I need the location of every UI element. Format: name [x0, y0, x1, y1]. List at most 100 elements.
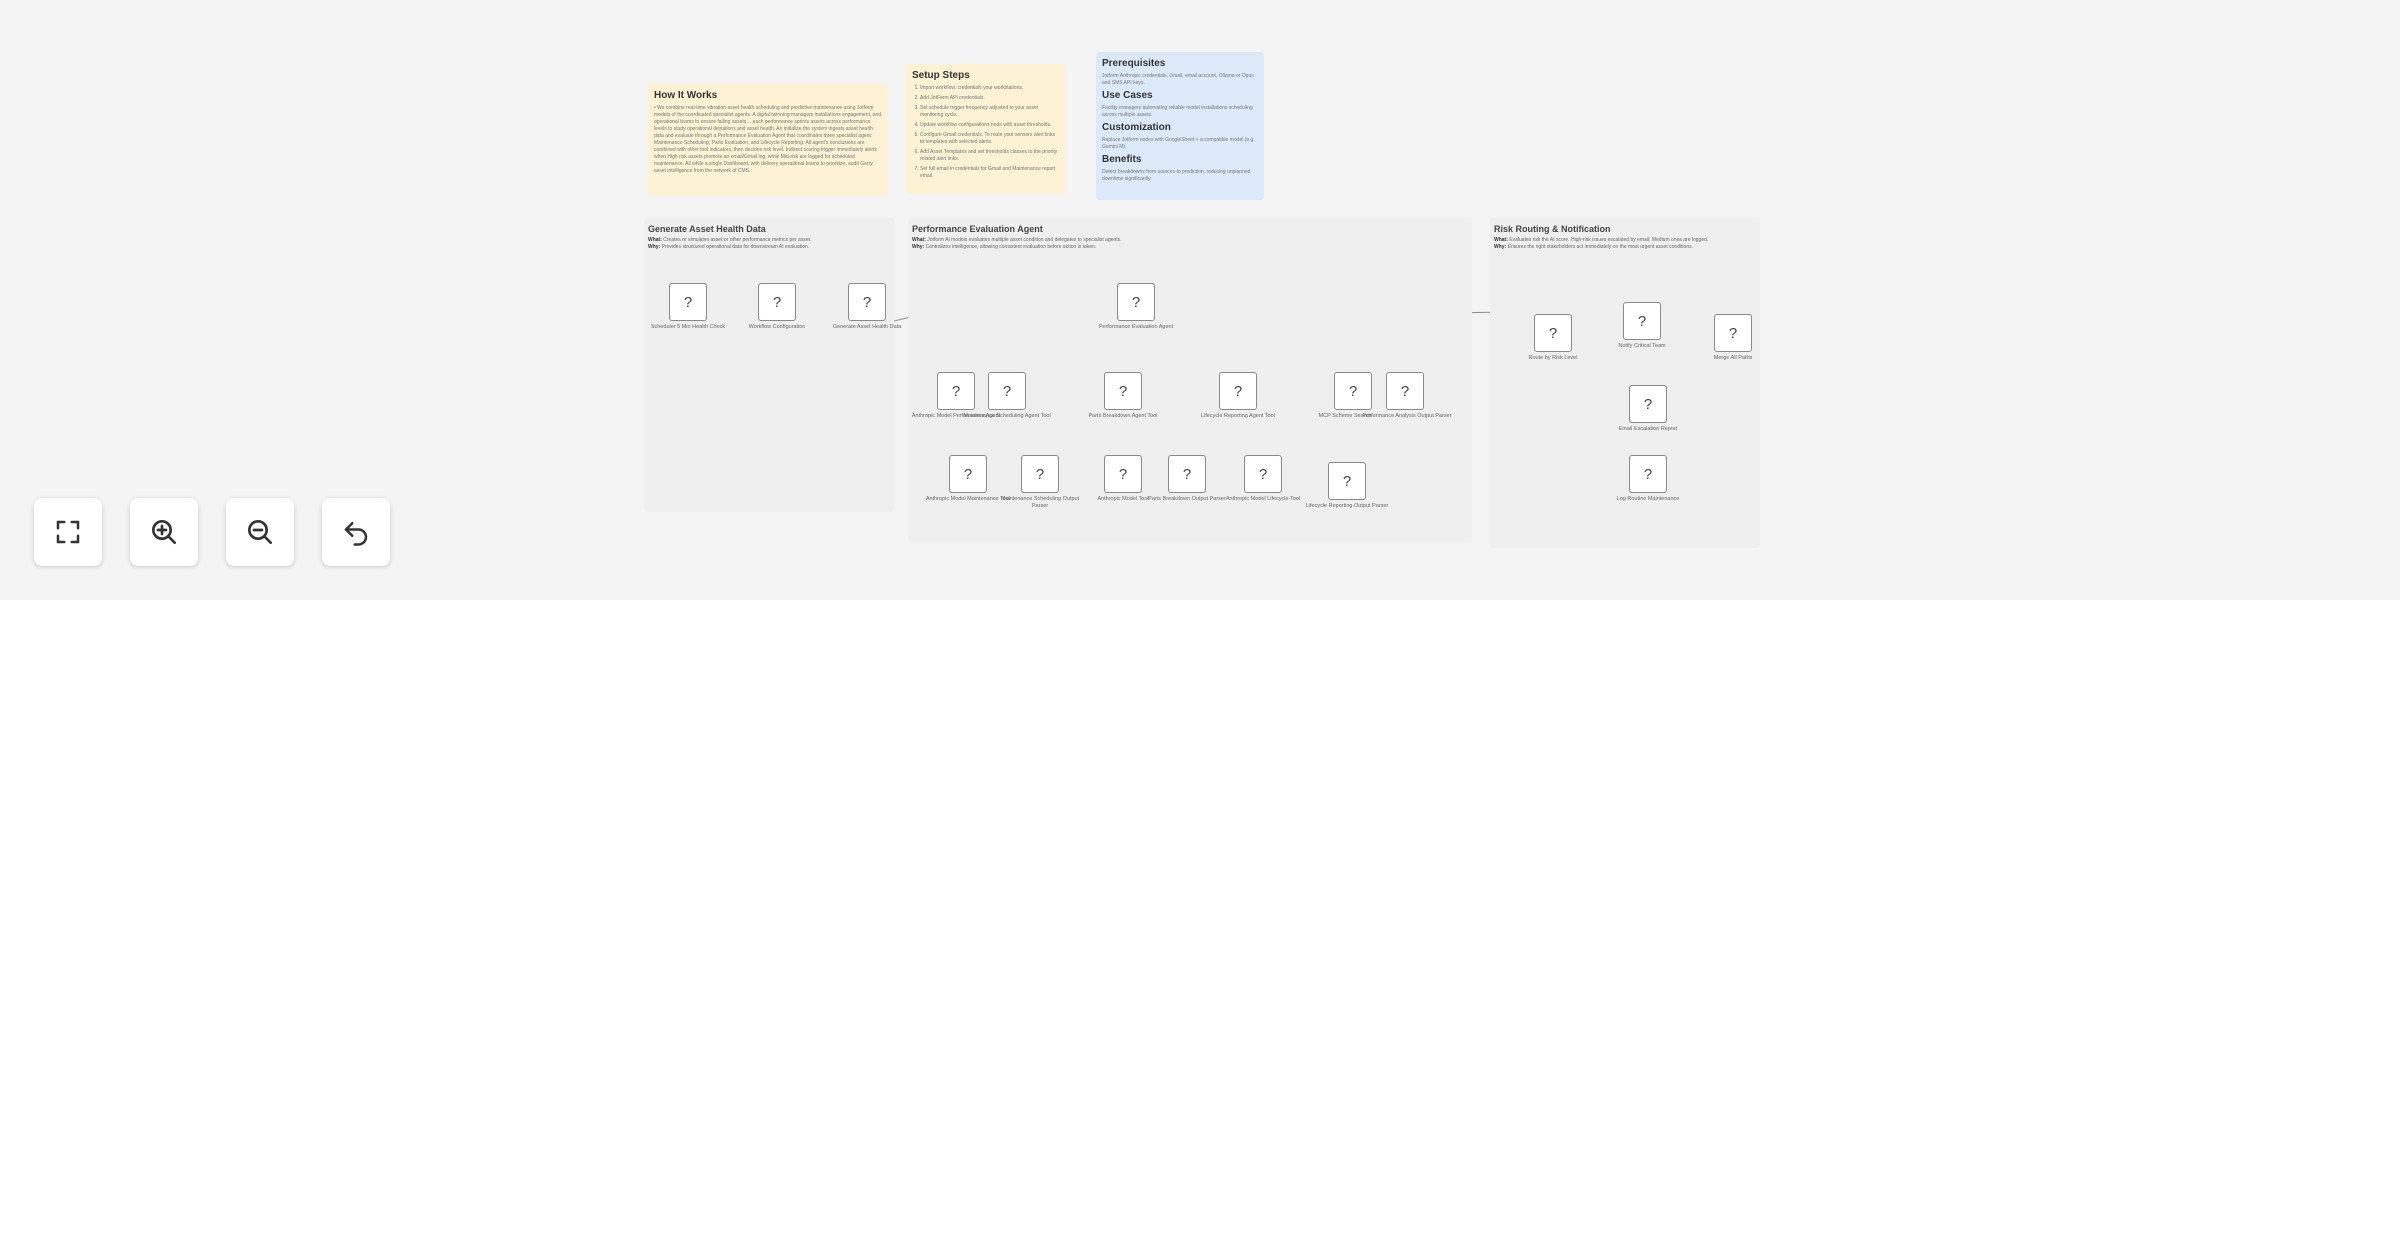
group-why: Why: Provides structured operational dat…	[648, 244, 890, 251]
node-label: Anthropic Model Maintenance Tool	[925, 496, 1011, 502]
node-label: Anthropic Model Lifecycle Tool	[1225, 496, 1301, 502]
why-text: Provides structured operational data for…	[661, 244, 810, 250]
what-text: Jotform AI models evaluates multiple ass…	[927, 237, 1122, 243]
note-title: Setup Steps	[912, 70, 970, 81]
unknown-node-icon: ?	[1728, 324, 1738, 342]
node-lifecycle-output-parser[interactable]: ?	[1328, 462, 1366, 500]
group-why: Why: Ensures the right stakeholders act …	[1494, 244, 1756, 251]
unknown-node-icon: ?	[1637, 312, 1647, 330]
benefits-title: Benefits	[1102, 154, 1142, 165]
fit-view-button[interactable]	[34, 498, 102, 566]
unknown-node-icon: ?	[963, 465, 973, 483]
unknown-node-icon: ?	[1400, 382, 1410, 400]
node-anthropic-maintenance[interactable]: ?	[949, 455, 987, 493]
node-label: Notify Critical Team	[1618, 343, 1666, 349]
node-anthropic-performance[interactable]: ?	[937, 372, 975, 410]
group-risk-routing[interactable]: Risk Routing & Notification What: Evalua…	[1490, 218, 1760, 548]
use-cases-body: Facility managers automating reliable mo…	[1102, 105, 1253, 118]
node-scheduler[interactable]: ?	[669, 283, 707, 321]
what-label: What:	[912, 237, 926, 243]
node-label: Lifecycle Reporting Agent Tool	[1201, 413, 1275, 419]
unknown-node-icon: ?	[1131, 293, 1141, 311]
zoom-out-icon	[248, 520, 272, 544]
note-title: How It Works	[654, 90, 718, 101]
unknown-node-icon: ?	[1258, 465, 1268, 483]
group-why: Why: Centralizes intelligence, allowing …	[912, 244, 1468, 251]
node-label: Scheduler 5 Min Health Check	[650, 324, 726, 330]
unknown-node-icon: ?	[683, 293, 693, 311]
node-label: Log Routine Maintenance	[1616, 496, 1680, 502]
note-how-it-works[interactable]: How It Works • We combine real-time vibr…	[648, 84, 888, 196]
setup-step: Configure Gmail credentials. To route yo…	[920, 132, 1060, 146]
node-performance-agent[interactable]: ?	[1117, 283, 1155, 321]
zoom-out-button[interactable]	[226, 498, 294, 566]
node-workflow-config[interactable]: ?	[758, 283, 796, 321]
node-label: Lifecycle Reporting Output Parser	[1305, 503, 1389, 509]
why-label: Why:	[1494, 244, 1507, 250]
node-label: Route by Risk Level	[1528, 355, 1578, 361]
setup-step: Set schedule trigger frequency adjusted …	[920, 105, 1060, 119]
undo-icon	[344, 522, 368, 546]
group-what: What: Creates or simulates asset or othe…	[648, 237, 890, 244]
group-what: What: Evaluates risk the AI score. High-…	[1494, 237, 1756, 244]
zoom-in-button[interactable]	[130, 498, 198, 566]
prerequisites-title: Prerequisites	[1102, 58, 1166, 69]
note-info[interactable]: Prerequisites Jotform Anthropic credenti…	[1096, 52, 1264, 200]
customization-title: Customization	[1102, 122, 1171, 133]
node-performance-output-parser[interactable]: ?	[1386, 372, 1424, 410]
node-anthropic-lifecycle[interactable]: ?	[1244, 455, 1282, 493]
unknown-node-icon: ?	[1643, 395, 1653, 413]
node-notify-critical-team[interactable]: ?	[1623, 302, 1661, 340]
node-parts-output-parser[interactable]: ?	[1168, 455, 1206, 493]
workflow-canvas[interactable]: How It Works • We combine real-time vibr…	[0, 0, 2400, 600]
node-label: Email Escalation Report	[1618, 426, 1678, 432]
node-parts-breakdown-tool[interactable]: ?	[1104, 372, 1142, 410]
node-lifecycle-reporting-tool[interactable]: ?	[1219, 372, 1257, 410]
node-log-routine-maintenance[interactable]: ?	[1629, 455, 1667, 493]
group-generate-asset-health[interactable]: Generate Asset Health Data What: Creates…	[644, 218, 894, 512]
what-label: What:	[648, 237, 662, 243]
unknown-node-icon: ?	[1182, 465, 1192, 483]
unknown-node-icon: ?	[1342, 472, 1352, 490]
unknown-node-icon: ?	[1233, 382, 1243, 400]
unknown-node-icon: ?	[1643, 465, 1653, 483]
node-label: Maintenance Scheduling Output Parser	[1000, 496, 1080, 509]
node-label: Performance Analysis Output Parser	[1362, 413, 1452, 419]
setup-steps-list: Import workflow, credentials your workst…	[912, 85, 1060, 180]
node-label: Parts Breakdown Agent Tool	[1088, 413, 1158, 419]
unknown-node-icon: ?	[772, 293, 782, 311]
unknown-node-icon: ?	[1548, 324, 1558, 342]
node-label: Performance Evaluation Agent	[1098, 324, 1174, 330]
unknown-node-icon: ?	[951, 382, 961, 400]
setup-step: Add JotForm API credentials.	[920, 95, 1060, 102]
node-generate-data[interactable]: ?	[848, 283, 886, 321]
group-what: What: Jotform AI models evaluates multip…	[912, 237, 1468, 244]
node-mcp-scheme-search[interactable]: ?	[1334, 372, 1372, 410]
zoom-in-icon	[152, 520, 176, 544]
what-text: Creates or simulates asset or other perf…	[663, 237, 812, 243]
undo-button[interactable]	[322, 498, 390, 566]
unknown-node-icon: ?	[1118, 465, 1128, 483]
node-maintenance-output-parser[interactable]: ?	[1021, 455, 1059, 493]
group-title: Performance Evaluation Agent	[912, 224, 1043, 234]
what-text: Evaluates risk the AI score. High-risk i…	[1509, 237, 1709, 243]
node-label: Maintenance Scheduling Agent Tool	[963, 413, 1051, 419]
why-text: Ensures the right stakeholders act immed…	[1507, 244, 1693, 250]
node-label: Parts Breakdown Output Parser	[1148, 496, 1226, 502]
note-setup-steps[interactable]: Setup Steps Import workflow, credentials…	[906, 64, 1066, 194]
node-anthropic-parts[interactable]: ?	[1104, 455, 1142, 493]
node-route-by-risk[interactable]: ?	[1534, 314, 1572, 352]
group-title: Generate Asset Health Data	[648, 224, 766, 234]
node-merge-all-paths[interactable]: ?	[1714, 314, 1752, 352]
note-body: • We combine real-time vibration asset h…	[654, 105, 882, 174]
unknown-node-icon: ?	[1348, 382, 1358, 400]
node-email-escalation[interactable]: ?	[1629, 385, 1667, 423]
why-label: Why:	[912, 244, 925, 250]
why-label: Why:	[648, 244, 661, 250]
unknown-node-icon: ?	[1002, 382, 1012, 400]
setup-step: Set full email in credentials for Gmail …	[920, 166, 1060, 180]
node-label: Anthropic Model Tool	[1097, 496, 1149, 502]
node-label: Merge All Paths	[1713, 355, 1753, 361]
node-maintenance-scheduling-tool[interactable]: ?	[988, 372, 1026, 410]
setup-step: Import workflow, credentials your workst…	[920, 85, 1060, 92]
